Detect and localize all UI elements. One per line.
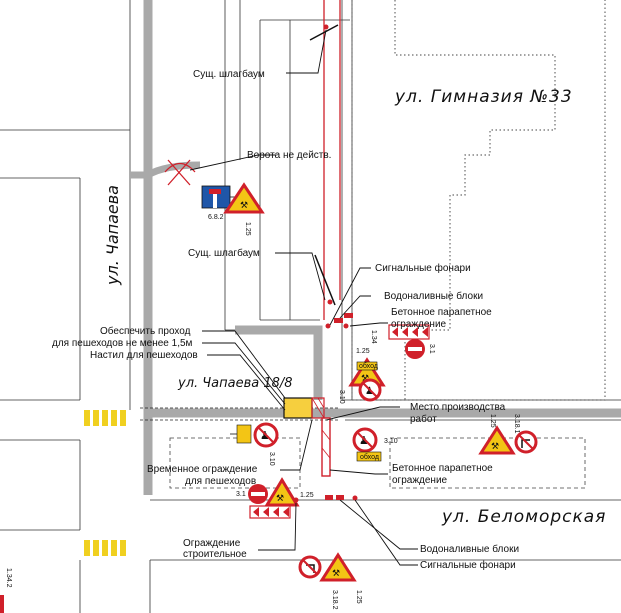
svg-text:⚒: ⚒ — [491, 442, 499, 452]
label-gate: Ворота не действ. — [247, 150, 331, 161]
sign-code-310-left: 3.10 — [268, 452, 275, 466]
barrier-mid-icon — [314, 254, 336, 306]
no-entry-sign-left-icon — [248, 484, 268, 504]
no-pedestrians-sign-right-icon: ♟ — [352, 427, 378, 453]
signal-lights-top-icon — [325, 323, 349, 329]
label-parapet-top-1: Бетонное парапетное — [391, 307, 492, 318]
road-works-sign-right-icon: ⚒ — [478, 425, 516, 455]
pedestrian-crossing-bottom — [84, 540, 126, 556]
no-entry-sign-top-icon — [405, 339, 425, 359]
svg-text:⚒: ⚒ — [361, 374, 369, 384]
sign-code-31-top: 3.1 — [428, 344, 435, 354]
label-barrier-top: Сущ. шлагбаум — [193, 68, 265, 80]
svg-text:⚒: ⚒ — [332, 569, 340, 579]
chevron-sign-left-icon — [249, 505, 291, 519]
street-label-belomorskaya: ул. Беломорская — [441, 507, 606, 527]
roads — [130, 0, 621, 495]
sign-code-125-top: 1.25 — [244, 222, 251, 236]
svg-text:♟: ♟ — [260, 429, 270, 442]
svg-text:♟: ♟ — [359, 434, 369, 447]
label-parapet-bottom-2: ограждение — [392, 475, 448, 486]
svg-text:обход: обход — [360, 453, 379, 461]
work-site — [283, 397, 331, 477]
street-label-chapaeva-address: ул. Чапаева 18/8 — [177, 376, 293, 391]
label-signal-lights-bottom: Сигнальные фонари — [420, 559, 516, 571]
sign-code-3181: 3.18.1 — [513, 414, 520, 434]
sign-code-125-mid: 1.25 — [356, 348, 370, 355]
leader-lines — [189, 29, 418, 566]
road-works-sign-top-icon: ⚒ — [223, 182, 265, 214]
detour-tablet-right: обход — [356, 451, 382, 462]
label-work-site-2: работ — [410, 413, 437, 425]
label-construction-fence-1: Ограждение — [183, 538, 241, 549]
dead-end-sign-icon — [201, 185, 236, 209]
sign-code-31-left: 3.1 — [236, 491, 246, 498]
label-passage-1: Обеспечить проход — [100, 325, 191, 337]
barrier-top-icon — [309, 24, 339, 41]
label-signal-lights-top: Сигнальные фонари — [375, 262, 471, 274]
label-walkway: Настил для пешеходов — [90, 350, 198, 361]
dashed-outlines — [169, 437, 586, 489]
sign-code-3182: 3.18.2 — [331, 590, 338, 610]
svg-text:обход: обход — [359, 362, 378, 370]
label-construction-fence-2: строительное — [183, 549, 247, 560]
no-right-turn-sign-icon — [514, 430, 538, 454]
chevron-sign-edge-icon — [0, 595, 4, 613]
label-parapet-bottom-1: Бетонное парапетное — [392, 463, 493, 474]
svg-text:♟: ♟ — [365, 386, 374, 397]
label-temp-fence-2: для пешеходов — [185, 476, 256, 487]
label-temp-fence-1: Временное ограждение — [147, 464, 258, 475]
sign-code-1342: 1.34.2 — [5, 568, 12, 588]
no-pedestrians-sign-top-icon: ♟ — [358, 378, 382, 402]
sign-code-125-low: 1.25 — [300, 492, 314, 499]
detour-tablet-left — [230, 424, 252, 444]
detour-tablet-top: обход — [356, 361, 378, 371]
water-blocks-bottom-icon — [325, 495, 344, 500]
pedestrian-crossing-top — [84, 410, 126, 426]
label-water-blocks-top: Водоналивные блоки — [384, 290, 483, 302]
label-work-site-1: Место производства — [410, 402, 506, 413]
label-passage-2: для пешеходов не менее 1,5м — [52, 338, 193, 349]
sign-code-125-right: 1.25 — [489, 414, 496, 428]
street-label-chapaeva: ул. Чапаева — [103, 185, 122, 286]
sign-code-310-top: 3.10 — [338, 390, 345, 404]
construction-fence-red — [323, 0, 341, 320]
sign-code-682: 6.8.2 — [208, 214, 224, 221]
no-pedestrians-sign-left-icon: ♟ — [253, 422, 279, 448]
sign-code-125-bottom: 1.25 — [355, 590, 362, 604]
no-left-turn-sign-icon — [298, 555, 322, 579]
label-barrier-mid: Сущ. шлагбаум — [188, 247, 260, 259]
sign-code-310-right: 3.10 — [384, 438, 398, 445]
street-label-gymnasium: ул. Гимназия №33 — [394, 87, 573, 107]
road-works-sign-low-icon: ⚒ — [264, 477, 300, 507]
water-blocks-top-icon — [334, 313, 353, 323]
svg-text:⚒: ⚒ — [276, 494, 284, 504]
chevron-sign-top-icon — [388, 324, 430, 340]
label-water-blocks-bottom: Водоналивные блоки — [420, 543, 519, 555]
gymnasium-building — [351, 0, 606, 401]
road-works-sign-bottom-icon: ⚒ — [319, 552, 357, 582]
sign-code-134: 1.34 — [370, 330, 377, 344]
svg-text:⚒: ⚒ — [240, 201, 248, 211]
label-parapet-top-2: ограждение — [391, 319, 447, 330]
